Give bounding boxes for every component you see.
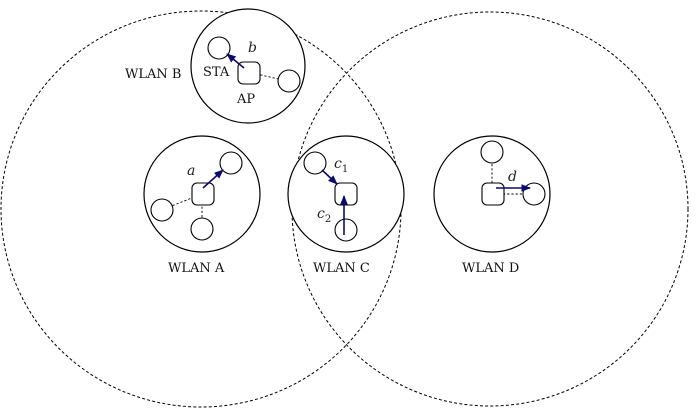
ap-node bbox=[334, 182, 358, 206]
wlan-c-label: WLAN C bbox=[313, 261, 370, 276]
sta-node bbox=[334, 218, 358, 242]
wlan-a: a bbox=[143, 135, 261, 253]
sta-node bbox=[190, 217, 214, 241]
wlan-a-label: WLAN A bbox=[168, 261, 225, 276]
sta-node bbox=[277, 69, 301, 93]
ap-node bbox=[191, 182, 215, 206]
link-label-d: d bbox=[508, 169, 517, 185]
wlan-c: c1 c2 bbox=[287, 135, 405, 253]
sta-node bbox=[219, 151, 243, 175]
link-arrow-a bbox=[202, 169, 224, 189]
link-label-a: a bbox=[187, 163, 195, 179]
link-label-c2: c2 bbox=[317, 206, 331, 225]
wlan-b-label: WLAN B bbox=[125, 67, 181, 82]
sta-node bbox=[480, 140, 504, 164]
link-label-b: b bbox=[248, 40, 257, 56]
sta-node bbox=[150, 198, 174, 222]
sta-node bbox=[303, 151, 327, 175]
sta-node bbox=[522, 182, 546, 206]
link-arrow-b bbox=[226, 53, 245, 69]
wlan-d: d bbox=[433, 135, 551, 253]
wlan-d-label: WLAN D bbox=[462, 261, 519, 276]
ap-label: AP bbox=[236, 92, 255, 107]
wlan-b: b STA AP bbox=[190, 8, 306, 124]
link-arrow-c1 bbox=[321, 169, 338, 185]
link-label-c1: c1 bbox=[334, 156, 348, 175]
sta-node bbox=[207, 36, 231, 60]
sta-label: STA bbox=[203, 65, 230, 80]
ap-node bbox=[481, 182, 505, 206]
